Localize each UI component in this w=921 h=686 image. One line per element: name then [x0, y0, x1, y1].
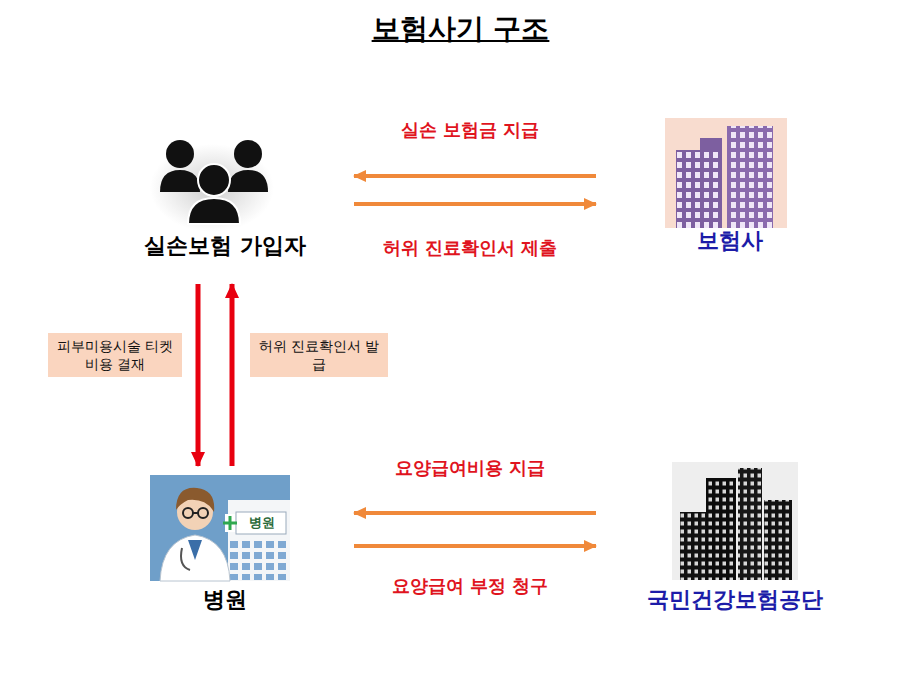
people-icon	[150, 140, 274, 232]
edge-label: 허위 진료확인서 발급	[250, 333, 388, 377]
flow-arrow	[354, 174, 596, 178]
entity-node: 병원	[100, 470, 350, 617]
entity-label: 보험사	[697, 226, 763, 256]
nhis-building	[672, 462, 798, 580]
flow-arrow	[354, 202, 596, 206]
diagram-title: 보험사기 구조	[0, 10, 921, 48]
entity-label: 병원	[203, 585, 247, 615]
hospital-picture	[150, 475, 290, 581]
edge-label: 피부미용시술 티켓비용 결재	[48, 333, 182, 377]
sign-text: 병원	[249, 514, 275, 532]
entity-node: 실손보험 가입자	[100, 130, 350, 280]
payment-arrow	[230, 284, 235, 466]
edge-label: 허위 진료확인서 제출	[379, 236, 562, 260]
payment-arrow	[196, 284, 201, 466]
flow-arrow	[354, 511, 596, 515]
entity-node: 국민건강보험공단	[600, 455, 870, 617]
entity-node: 보험사	[600, 110, 860, 260]
edge-label: 요양급여비용 지급	[391, 456, 549, 480]
insurer-building	[665, 118, 787, 228]
entity-label: 실손보험 가입자	[144, 231, 306, 261]
edge-label: 실손 보험금 지급	[397, 118, 544, 142]
edge-label: 요양급여 부정 청구	[388, 574, 553, 598]
flow-arrow	[354, 544, 596, 548]
entity-label: 국민건강보험공단	[647, 585, 823, 615]
